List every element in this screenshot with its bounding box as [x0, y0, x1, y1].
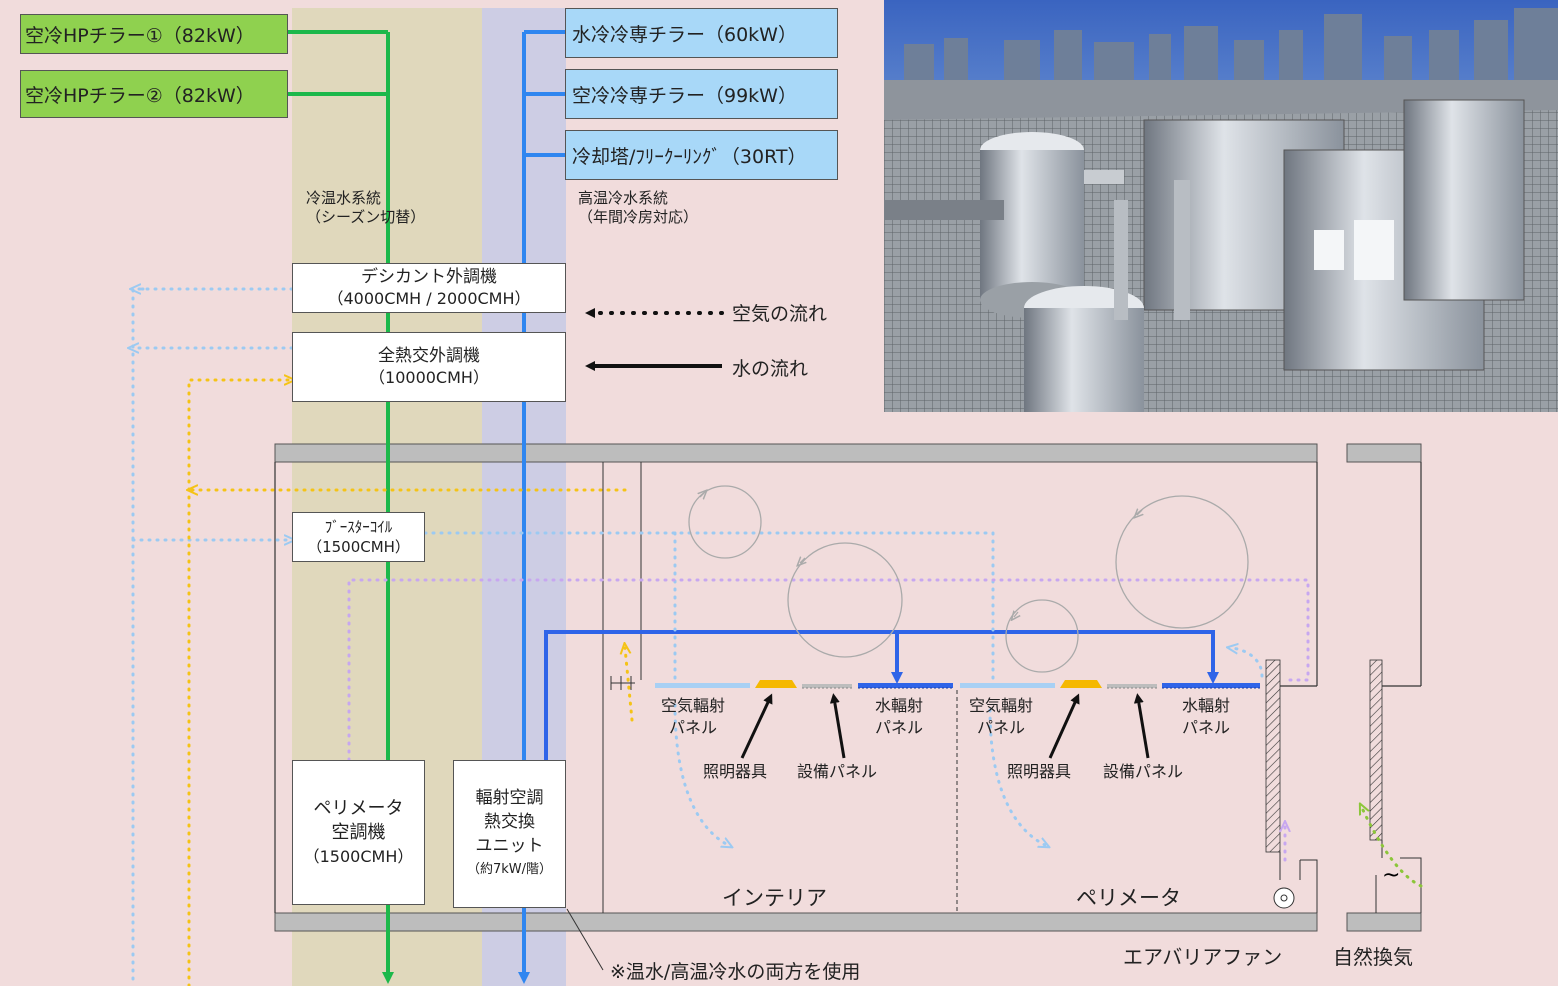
cold-hot-system-label: 冷温水系統 （シーズン切替） [306, 189, 426, 226]
floor-slab-right [1346, 912, 1422, 932]
booster-coil-name: ﾌﾞｰｽﾀｰｺｲﾙ [324, 518, 393, 536]
hp-chiller-1-box: 空冷HPチラー①（82kW） [20, 14, 288, 54]
radiant-water-loop [544, 630, 1219, 762]
radiant-hx-unit-box: 輻射空調 熱交換 ユニット （約7kW/階） [453, 760, 566, 908]
hp-chiller-2-label: 空冷HPチラー②（82kW） [25, 84, 255, 107]
cooling-tower-box: 冷却塔/ﾌﾘｰｸｰﾘﾝｸﾞ（30RT） [565, 130, 838, 180]
hp-chiller-2-box: 空冷HPチラー②（82kW） [20, 70, 288, 118]
desiccant-ahu-flow: （4000CMH / 2000CMH） [327, 289, 531, 308]
desiccant-ahu-name: デシカント外調機 [361, 267, 497, 287]
legend-water-flow: 水の流れ [732, 358, 809, 380]
water-chiller-box: 水冷冷専チラー（60kW） [565, 8, 838, 58]
desiccant-ahu-box: デシカント外調機 （4000CMH / 2000CMH） [292, 263, 566, 313]
equipment-panel-label-1: 設備パネル [797, 762, 878, 781]
air-radiant-panel-label-2: 空気輻射 パネル [969, 696, 1034, 737]
air-chiller-box: 空冷冷専チラー（99kW） [565, 69, 838, 119]
legend-air-flow: 空気の流れ [732, 303, 828, 325]
air-barrier-fan-label: エアバリアファン [1123, 945, 1283, 969]
water-radiant-panel-label-2: 水輻射 パネル [1182, 696, 1231, 737]
hp-chiller-1-label: 空冷HPチラー①（82kW） [25, 24, 255, 47]
ceiling-slab [274, 443, 1318, 463]
lighting-label-2: 照明器具 [1007, 762, 1072, 781]
high-temp-system-label: 高温冷水系統 （年間冷房対応） [578, 189, 699, 226]
cooling-tower-label: 冷却塔/ﾌﾘｰｸｰﾘﾝｸﾞ（30RT） [572, 145, 807, 168]
water-radiant-panel-label-1: 水輻射 パネル [875, 696, 924, 737]
air-radiant-panel-label-1: 空気輻射 パネル [661, 696, 726, 737]
perimeter-zone-label: ペリメータ [1076, 886, 1181, 910]
booster-coil-box: ﾌﾞｰｽﾀｰｺｲﾙ （1500CMH） [292, 512, 425, 562]
footnote: ※温水/高温冷水の両方を使用 [610, 961, 861, 983]
rooftop-equipment-photo [884, 0, 1558, 412]
window-hatch-right [1369, 659, 1383, 841]
total-heat-ahu-box: 全熱交外調機 （10000CMH） [292, 332, 566, 402]
water-chiller-label: 水冷冷専チラー（60kW） [572, 23, 797, 46]
louver-icon: ~ [1382, 863, 1400, 888]
floor-slab [274, 912, 1318, 932]
perimeter-ahu-box: ペリメータ 空調機 （1500CMH） [292, 760, 425, 905]
fan-icon [1273, 887, 1295, 909]
lighting-label-1: 照明器具 [703, 762, 768, 781]
ceiling-slab-right [1346, 443, 1422, 463]
total-heat-ahu-name: 全熱交外調機 [378, 346, 480, 366]
equipment-panel-label-2: 設備パネル [1103, 762, 1184, 781]
air-chiller-label: 空冷冷専チラー（99kW） [572, 84, 797, 107]
total-heat-ahu-flow: （10000CMH） [369, 368, 489, 387]
window-hatch [1265, 659, 1281, 853]
natural-ventilation-label: 自然換気 [1333, 945, 1413, 969]
interior-zone-label: インテリア [722, 886, 827, 910]
booster-coil-flow: （1500CMH） [307, 538, 410, 556]
